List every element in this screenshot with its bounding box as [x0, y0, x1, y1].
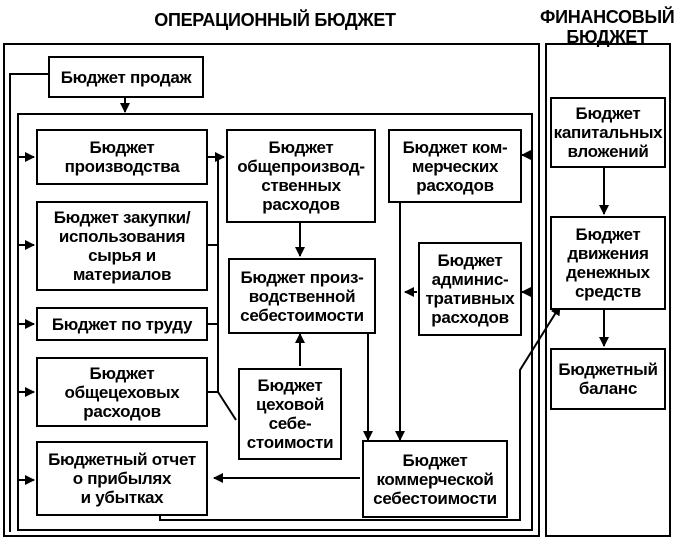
operational-budget-frame — [3, 43, 540, 537]
admin-expenses-budget-box: Бюджет админис- тративных расходов — [418, 242, 522, 336]
sales-feed-line — [9, 73, 48, 532]
purchases-budget-box: Бюджет закупки/ использования сырья и ма… — [36, 201, 208, 291]
budget-balance-box: Бюджетный баланс — [550, 348, 666, 410]
operational-budget-heading: ОПЕРАЦИОННЫЙ БЮДЖЕТ — [154, 10, 396, 30]
labor-budget-box: Бюджет по труду — [36, 307, 208, 341]
financial-budget-heading: ФИНАНСОВЫЙ БЮДЖЕТ — [540, 7, 674, 47]
general-overhead-budget-box: Бюджет общепроизвод- ственных расходов — [226, 129, 376, 223]
commercial-expenses-budget-box: Бюджет ком- мерческих расходов — [388, 129, 522, 203]
sales-budget-box: Бюджет продаж — [48, 56, 204, 98]
financial-budget-frame — [545, 43, 671, 537]
production-cost-budget-box: Бюджет произ- водственной себестоимости — [228, 258, 376, 334]
shop-cost-budget-box: Бюджет цеховой себе- стоимости — [238, 368, 342, 460]
capital-investment-budget-box: Бюджет капитальных вложений — [550, 97, 666, 168]
shop-overhead-budget-box: Бюджет общецеховых расходов — [36, 357, 208, 427]
commercial-cost-budget-box: Бюджет коммерческой себестоимости — [362, 440, 508, 518]
cash-flow-budget-box: Бюджет движения денежных средств — [550, 216, 666, 310]
production-budget-box: Бюджет производства — [36, 129, 208, 185]
income-statement-box: Бюджетный отчет о прибылях и убытках — [36, 441, 208, 516]
